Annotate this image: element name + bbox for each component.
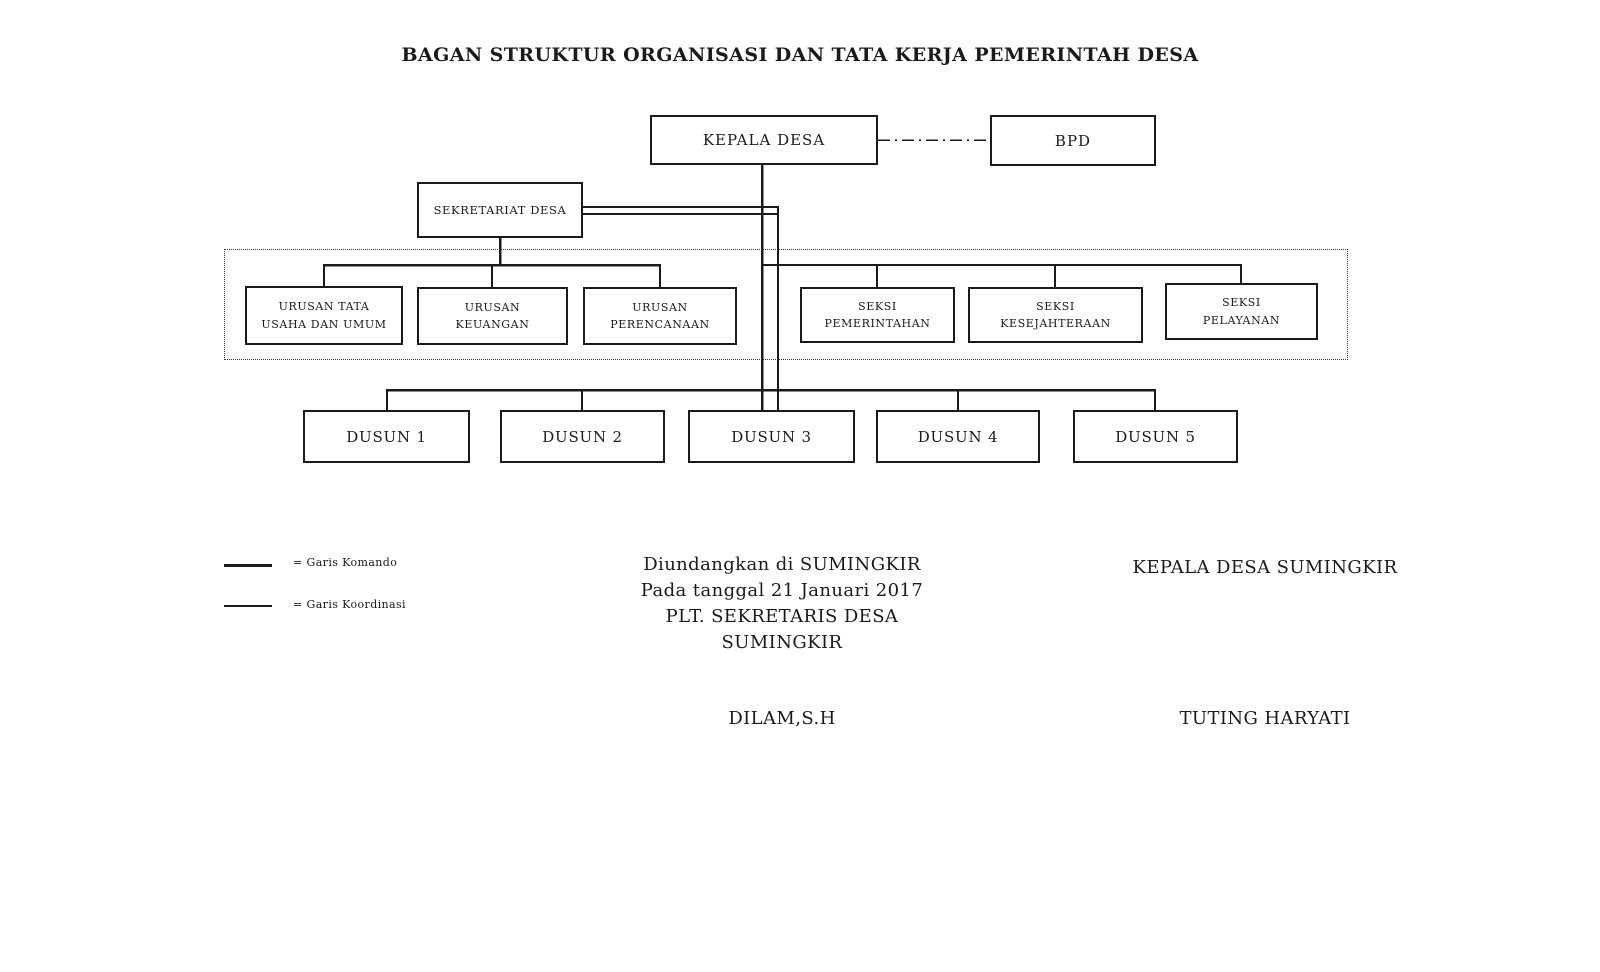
- legend-komando-label: = Garis Komando: [293, 556, 398, 569]
- undangan-text-block: Diundangkan di SUMINGKIR Pada tanggal 21…: [556, 552, 1008, 656]
- dusun-label: DUSUN 2: [542, 427, 623, 446]
- seksi-label-line1: SEKSI: [858, 299, 897, 313]
- page-title: BAGAN STRUKTUR ORGANISASI DAN TATA KERJA…: [401, 44, 1199, 66]
- box-seksi-kesejahteraan: SEKSI KESEJAHTERAAN: [968, 287, 1143, 343]
- undangan-line: Pada tanggal 21 Januari 2017: [640, 580, 924, 601]
- bpd-label: BPD: [1054, 131, 1092, 150]
- box-dusun-3: DUSUN 3: [688, 410, 855, 463]
- undangan-line: PLT. SEKRETARIS DESA: [665, 606, 899, 627]
- signature-kepala-desa: TUTING HARYATI: [1179, 708, 1351, 729]
- box-dusun-4: DUSUN 4: [876, 410, 1040, 463]
- legend-komando-line: [224, 564, 272, 567]
- urusan-label-line1: URUSAN: [632, 300, 688, 314]
- sekretariat-desa-label: SEKRETARIAT DESA: [433, 203, 567, 217]
- undangan-line: SUMINGKIR: [721, 632, 843, 653]
- seksi-label-line1: SEKSI: [1222, 296, 1261, 310]
- seksi-label-line2: PEMERINTAHAN: [824, 317, 931, 330]
- box-seksi-pemerintahan: SEKSI PEMERINTAHAN: [800, 287, 955, 343]
- seksi-label-line2: KESEJAHTERAAN: [1000, 317, 1111, 330]
- seksi-label-line2: PELAYANAN: [1202, 313, 1281, 327]
- dusun-label: DUSUN 4: [917, 427, 999, 446]
- undangan-line: Diundangkan di SUMINGKIR: [643, 554, 921, 575]
- box-seksi-pelayanan: SEKSI PELAYANAN: [1165, 283, 1318, 340]
- dusun-label: DUSUN 3: [731, 427, 812, 446]
- signature-sekretaris: DILAM,S.H: [728, 708, 836, 729]
- kepala-desa-label: KEPALA DESA: [702, 131, 826, 149]
- box-kepala-desa: KEPALA DESA: [650, 115, 878, 165]
- dusun-label: DUSUN 5: [1115, 427, 1196, 446]
- box-bpd: BPD: [990, 115, 1156, 166]
- urusan-label-line2: USAHA DAN UMUM: [261, 317, 387, 331]
- box-urusan-keuangan: URUSAN KEUANGAN: [417, 287, 568, 345]
- legend-koordinasi-label: = Garis Koordinasi: [293, 598, 406, 611]
- urusan-label-line1: URUSAN TATA: [278, 300, 370, 314]
- urusan-label-line2: KEUANGAN: [455, 318, 530, 331]
- box-urusan-perencanaan: URUSAN PERENCANAAN: [583, 287, 737, 345]
- box-dusun-1: DUSUN 1: [303, 410, 470, 463]
- box-sekretariat-desa: SEKRETARIAT DESA: [417, 182, 583, 238]
- box-urusan-tata-usaha-umum: URUSAN TATA USAHA DAN UMUM: [245, 286, 403, 345]
- urusan-label-line1: URUSAN: [464, 300, 521, 314]
- box-dusun-5: DUSUN 5: [1073, 410, 1238, 463]
- box-dusun-2: DUSUN 2: [500, 410, 665, 463]
- legend-koordinasi-line: [224, 605, 272, 607]
- urusan-seksi-group-outline: [224, 249, 1348, 360]
- urusan-label-line2: PERENCANAAN: [610, 318, 710, 331]
- dusun-label: DUSUN 1: [346, 427, 427, 446]
- kepala-desa-sumingkir-title: KEPALA DESA SUMINGKIR: [1132, 557, 1398, 578]
- seksi-label-line1: SEKSI: [1036, 299, 1075, 313]
